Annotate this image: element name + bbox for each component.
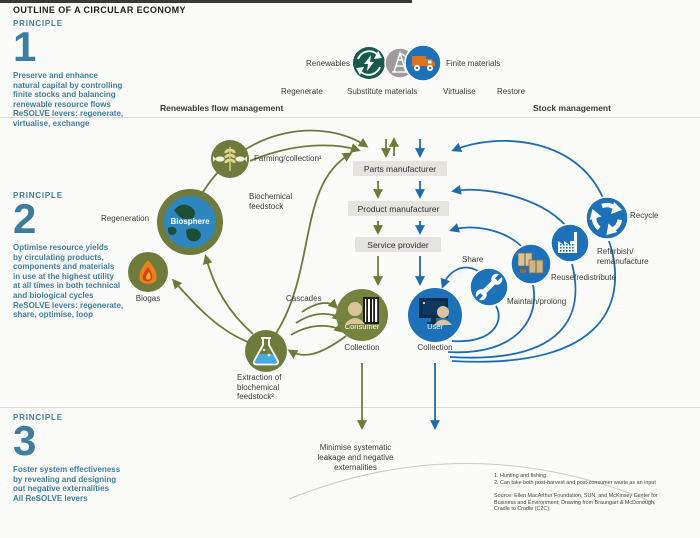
consumer-icon — [336, 289, 388, 346]
stage-product-manufacturer: Product manufacturer — [348, 201, 449, 216]
source-note: Source: Ellen MacArthur Foundation, SUN,… — [494, 493, 658, 513]
extraction-label: Extraction of biochemical feedstock² — [237, 373, 282, 401]
user-icon — [408, 288, 462, 347]
refurbish-factory-icon — [550, 223, 590, 268]
footnotes: 1. Hunting and fishing 2. Can take both … — [494, 473, 656, 486]
action-virtualise: Virtualise — [443, 87, 476, 96]
stage-parts-manufacturer: Parts manufacturer — [353, 161, 447, 176]
biogas-icon — [128, 252, 168, 297]
principle-3-body: Foster system effectiveness by revealing… — [13, 465, 121, 503]
action-substitute: Substitute materials — [347, 87, 418, 96]
consumer-label: Consumer — [344, 322, 380, 331]
collection-user-label: Collection — [417, 343, 453, 352]
principle-3: PRINCIPLE 3 Foster system effectiveness … — [13, 413, 151, 503]
biosphere-label: Biosphere — [170, 217, 210, 226]
principle-1-label: PRINCIPLE — [13, 19, 63, 28]
biosphere-icon — [157, 189, 223, 260]
page-title: OUTLINE OF A CIRCULAR ECONOMY — [13, 5, 186, 15]
collection-consumer-label: Collection — [344, 343, 380, 352]
action-regenerate: Regenerate — [281, 87, 323, 96]
principle-2: PRINCIPLE 2 Optimise resource yields by … — [13, 191, 151, 320]
header-divider — [0, 117, 700, 118]
footer-divider — [0, 407, 700, 408]
principle-3-label: PRINCIPLE — [13, 413, 63, 422]
principle-2-number: 2 — [13, 195, 37, 242]
reuse-label: Reuse/redistribute — [551, 273, 616, 282]
principle-3-number: 3 — [13, 417, 37, 464]
minimise-label: Minimise systematic leakage and negative… — [317, 443, 394, 472]
action-restore: Restore — [497, 87, 526, 96]
principle-1-body: Preserve and enhance natural capital by … — [13, 71, 124, 128]
renewables-flow-header: Renewables flow management — [160, 103, 284, 113]
farming-collection-icon — [211, 140, 249, 183]
user-label: User — [427, 322, 443, 331]
stage-service-provider: Service provider — [355, 237, 441, 252]
truck-icon — [404, 44, 442, 87]
renewables-label: Renewables — [305, 59, 350, 68]
principle-1-number: 1 — [13, 23, 37, 70]
reuse-boxes-icon — [510, 243, 552, 290]
maintain-wrench-icon — [469, 267, 509, 312]
renewables-icon — [352, 46, 386, 85]
top-rule — [0, 0, 412, 3]
recycle-label: Recycle — [630, 211, 659, 220]
extraction-icon — [245, 330, 287, 377]
regeneration-label: Regeneration — [101, 214, 150, 223]
principle-1: PRINCIPLE 1 Preserve and enhance natural… — [13, 19, 151, 129]
stock-management-header: Stock management — [533, 103, 611, 113]
finite-materials-label: Finite materials — [446, 59, 501, 68]
principle-2-body: Optimise resource yields by circulating … — [13, 243, 124, 320]
refurbish-label: Refurbish/ remanufacture — [597, 247, 649, 266]
farming-label: Farming/collection¹ — [254, 154, 322, 163]
maintain-label: Maintain/prolong — [507, 297, 567, 306]
cascades-label: Cascades — [286, 294, 322, 303]
biochemical-feedstock-label: Biochemical feedstock — [249, 192, 293, 211]
share-label: Share — [462, 255, 484, 264]
recycle-icon — [585, 196, 629, 245]
biogas-label: Biogas — [135, 294, 161, 303]
principle-2-label: PRINCIPLE — [13, 191, 63, 200]
